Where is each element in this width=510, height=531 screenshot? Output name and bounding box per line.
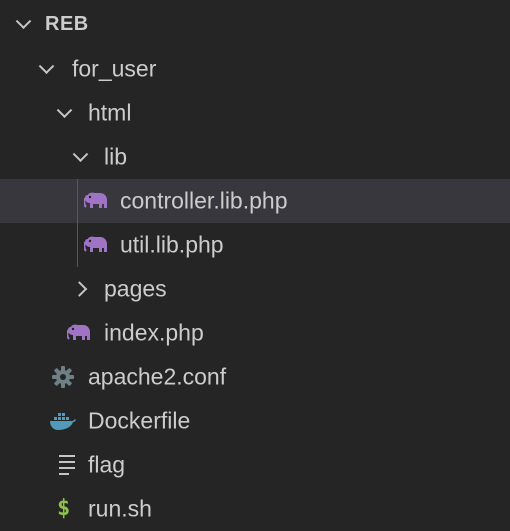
php-elephant-icon <box>84 192 107 208</box>
tree-item-dockerfile[interactable]: Dockerfile <box>0 399 510 443</box>
chevron-down-icon[interactable] <box>56 102 73 119</box>
docker-whale-icon <box>50 413 76 430</box>
tree-item-label: html <box>88 99 132 126</box>
tree-item-label: util.lib.php <box>120 231 224 258</box>
tree-item-label: apache2.conf <box>88 363 227 390</box>
tree-root-label: REB <box>45 13 89 35</box>
tree-item-label: run.sh <box>88 495 152 522</box>
tree-item-label: controller.lib.php <box>120 187 288 214</box>
tree-item-html[interactable]: html <box>0 91 510 135</box>
tree-item-apache2-conf[interactable]: apache2.conf <box>0 355 510 399</box>
indent-guide <box>77 179 78 267</box>
tree-item-index-php[interactable]: index.php <box>0 311 510 355</box>
tree-item-label: lib <box>104 143 128 170</box>
tree-item-label: flag <box>88 451 126 478</box>
tree-item-flag[interactable]: flag <box>0 443 510 487</box>
chevron-right-icon[interactable] <box>71 281 88 297</box>
chevron-down-icon[interactable] <box>15 13 32 30</box>
tree-root-reb[interactable]: REB <box>0 2 510 46</box>
chevron-down-icon[interactable] <box>72 146 89 163</box>
dollar-icon: $ <box>57 496 71 521</box>
text-lines-icon <box>59 455 75 475</box>
tree-item-for-user[interactable]: for_user <box>0 47 510 91</box>
gear-icon <box>52 366 74 388</box>
php-elephant-icon <box>67 324 90 340</box>
tree-item-label: pages <box>104 275 167 302</box>
tree-item-label: index.php <box>104 319 204 346</box>
tree-item-controller-lib-php[interactable]: controller.lib.php <box>0 179 510 223</box>
tree-item-run-sh[interactable]: $ run.sh <box>0 487 510 531</box>
tree-item-label: Dockerfile <box>88 407 191 434</box>
php-elephant-icon <box>84 236 107 252</box>
tree-item-pages[interactable]: pages <box>0 267 510 311</box>
tree-item-util-lib-php[interactable]: util.lib.php <box>0 223 510 267</box>
tree-item-lib[interactable]: lib <box>0 135 510 179</box>
chevron-down-icon[interactable] <box>38 58 55 75</box>
tree-item-label: for_user <box>72 55 157 82</box>
